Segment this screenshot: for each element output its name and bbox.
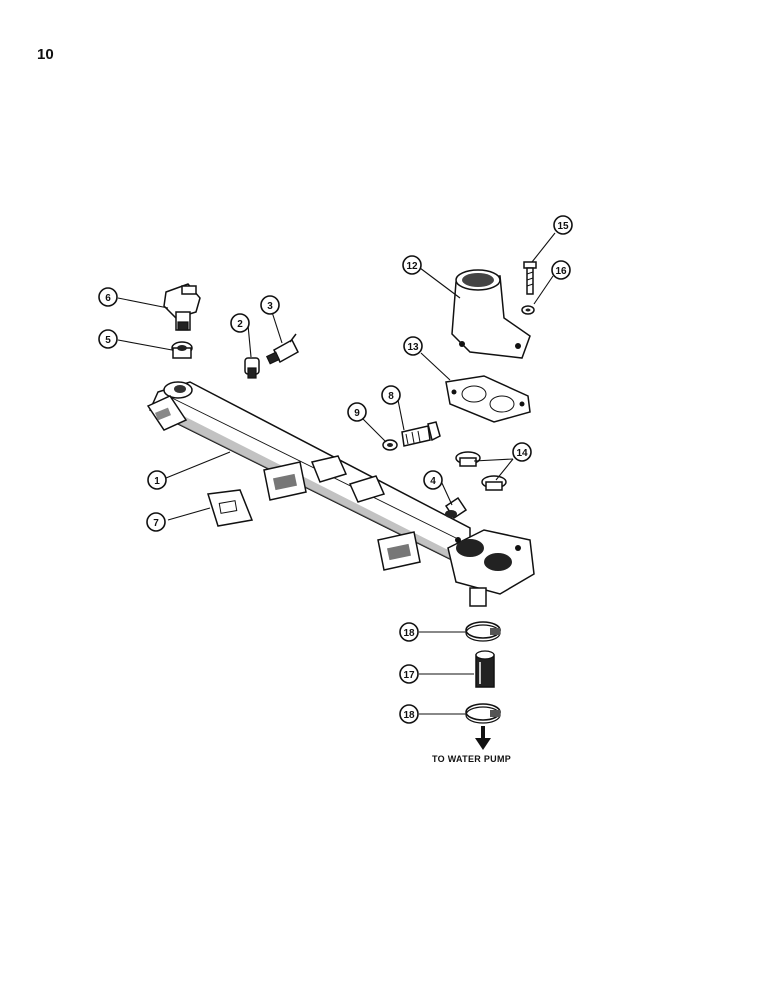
callout-4: 4 [423,470,443,490]
svg-text:17: 17 [403,670,415,681]
to-water-pump-caption: TO WATER PUMP [432,754,512,764]
svg-text:4: 4 [430,476,436,487]
callout-2: 2 [230,313,250,333]
callout-1: 1 [147,470,167,490]
callout-16: 16 [551,260,571,280]
callout-6: 6 [98,287,118,307]
svg-text:12: 12 [406,261,418,272]
svg-text:15: 15 [557,221,569,232]
clamp-part-18-lower [465,703,501,724]
svg-text:9: 9 [354,408,360,419]
clamp-part-18-upper [465,621,501,642]
callout-15: 15 [553,215,573,235]
svg-text:18: 18 [403,710,415,721]
callout-18-upper: 18 [399,622,419,642]
page-number: 10 [37,46,54,63]
callout-7: 7 [146,512,166,532]
plug-part-4 [444,496,468,520]
svg-text:14: 14 [516,448,528,459]
plug-part-2 [244,357,260,379]
thermostat-housing-part-12 [451,269,531,359]
svg-text:13: 13 [407,342,419,353]
svg-text:18: 18 [403,628,415,639]
fitting-part-5 [171,341,193,359]
sender-part-3 [265,333,299,365]
washer-part-9 [382,439,398,451]
capscrew-part-8 [401,421,441,447]
gasket-part-13 [445,375,531,423]
washer-part-16 [521,305,535,315]
valve-part-6 [163,283,201,331]
svg-text:6: 6 [105,293,111,304]
hose-part-17 [475,650,495,688]
svg-text:1: 1 [154,476,160,487]
capscrew-part-15 [523,261,537,295]
svg-text:2: 2 [237,319,243,330]
callout-8: 8 [381,385,401,405]
svg-text:8: 8 [388,391,394,402]
callout-14: 14 [512,442,532,462]
callout-9: 9 [347,402,367,422]
svg-text:3: 3 [267,301,273,312]
callout-18-lower: 18 [399,704,419,724]
svg-text:5: 5 [105,335,111,346]
svg-text:7: 7 [153,518,159,529]
callout-17: 17 [399,664,419,684]
callout-12: 12 [402,255,422,275]
water-manifold [146,381,535,607]
thermostats-part-14 [455,451,507,491]
callout-5: 5 [98,329,118,349]
down-arrow-icon [475,726,491,750]
leader-lines [117,232,556,715]
callout-3: 3 [260,295,280,315]
gasket-part-7 [207,489,254,527]
svg-text:16: 16 [555,266,567,277]
callout-13: 13 [403,336,423,356]
